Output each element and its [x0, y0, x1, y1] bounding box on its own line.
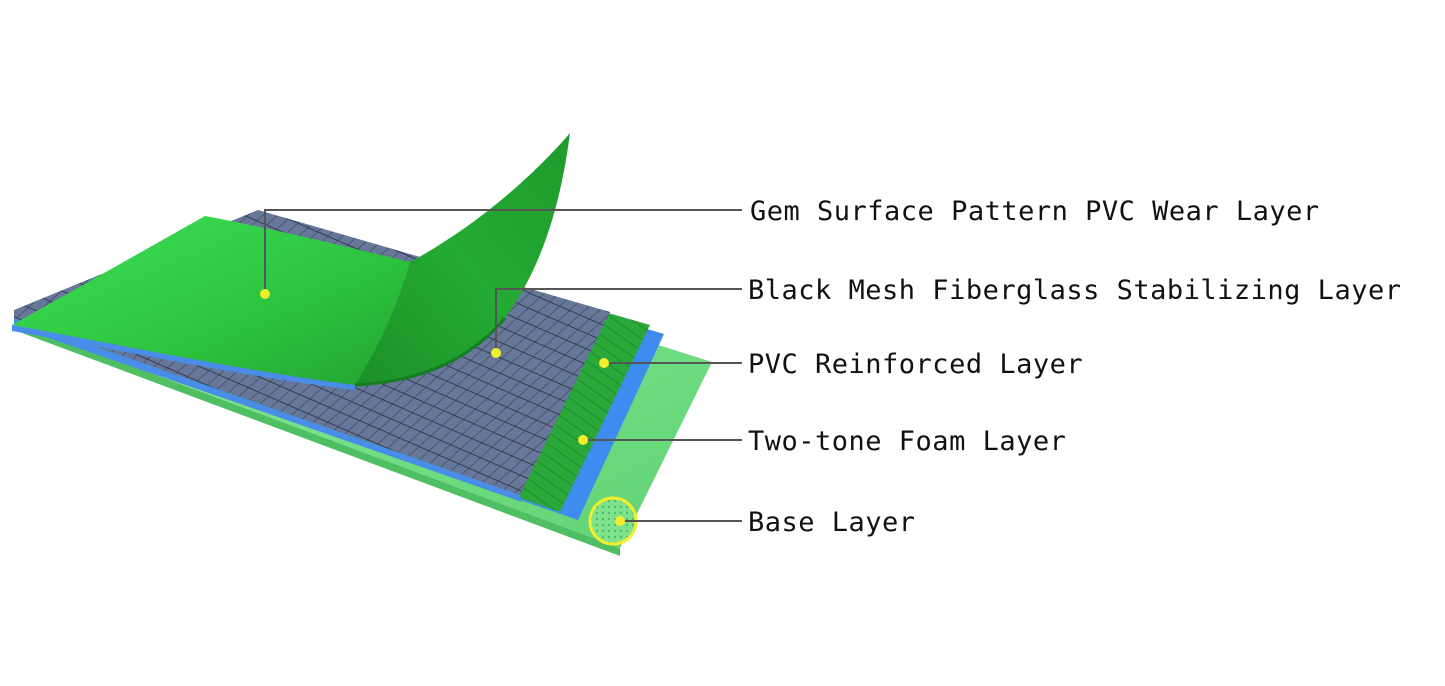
- label-mesh-layer: Black Mesh Fiberglass Stabilizing Layer: [748, 275, 1401, 306]
- leader-lines: [260, 209, 742, 526]
- wear-layer-curl: [355, 133, 570, 385]
- layer-stack: [12, 133, 712, 556]
- mesh-layer-edge: [14, 318, 522, 502]
- marker-reinforced: [599, 358, 609, 368]
- leader-wear: [264, 209, 742, 294]
- label-foam-layer: Two-tone Foam Layer: [748, 426, 1066, 457]
- label-base-layer: Base Layer: [748, 507, 916, 538]
- label-wear-layer: Gem Surface Pattern PVC Wear Layer: [750, 196, 1320, 227]
- wear-layer-edge: [12, 325, 355, 390]
- marker-foam: [578, 435, 588, 445]
- labels: Gem Surface Pattern PVC Wear Layer Black…: [748, 196, 1401, 538]
- label-reinforced-layer: PVC Reinforced Layer: [748, 349, 1083, 380]
- wear-layer-flat: [12, 216, 410, 385]
- leader-mesh: [495, 288, 742, 353]
- marker-wear: [260, 289, 270, 299]
- marker-mesh: [491, 348, 501, 358]
- wear-layer-curl-shadow: [354, 317, 507, 387]
- marker-base: [615, 516, 625, 526]
- base-layer-edge: [14, 322, 620, 556]
